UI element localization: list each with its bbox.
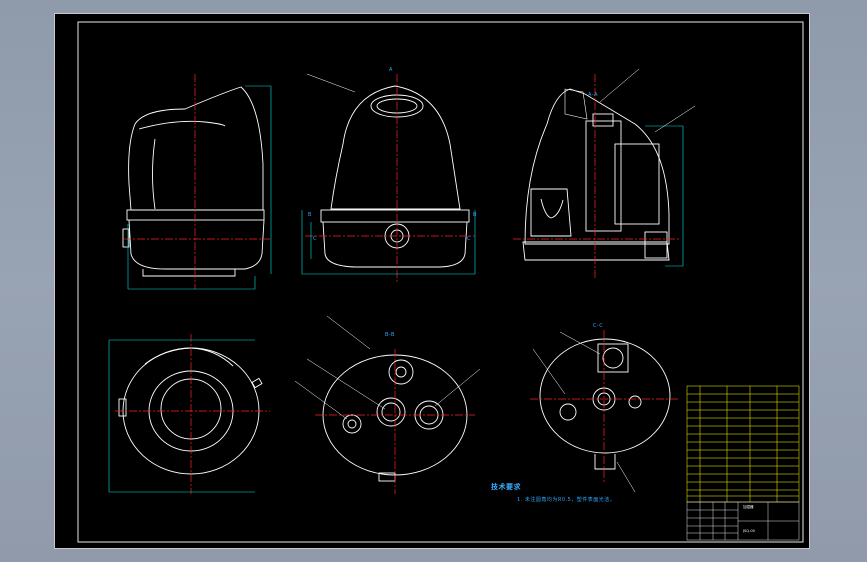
- section-bb-label: B-B: [385, 332, 395, 338]
- section-c-c-view: [530, 330, 680, 493]
- parts-list-table: [686, 385, 800, 503]
- dim-label-b-right: B: [473, 212, 477, 218]
- section-aa-label: A-A: [588, 92, 598, 98]
- dim-label-b-left: B: [308, 212, 312, 218]
- dim-label-c-right: C: [467, 236, 471, 242]
- section-marker-top: A: [389, 67, 393, 73]
- cad-drawing-canvas: [77, 21, 804, 543]
- title-block-drawing-name: 加湿器: [743, 505, 754, 509]
- inner-frame: [77, 21, 804, 543]
- section-b-b-view: [294, 315, 481, 494]
- side-elevation-view: [122, 74, 272, 290]
- tech-requirements-title: 技术要求: [491, 483, 521, 491]
- front-elevation-view: [301, 73, 476, 284]
- dim-label-c-left: C: [313, 236, 317, 242]
- drawing-sheet: A A-A B-B C-C B B C C 技术要求 1. 未注圆角均为R0.5…: [54, 13, 810, 549]
- tech-requirements-line-1: 1. 未注圆角均为R0.5，塑件表面光洁。: [517, 497, 616, 503]
- title-block-drawing-no: JSQ-00: [743, 529, 755, 533]
- section-cc-label: C-C: [593, 323, 604, 329]
- section-a-a-view: [513, 68, 696, 279]
- title-block: [686, 501, 800, 541]
- plan-view: [108, 334, 270, 494]
